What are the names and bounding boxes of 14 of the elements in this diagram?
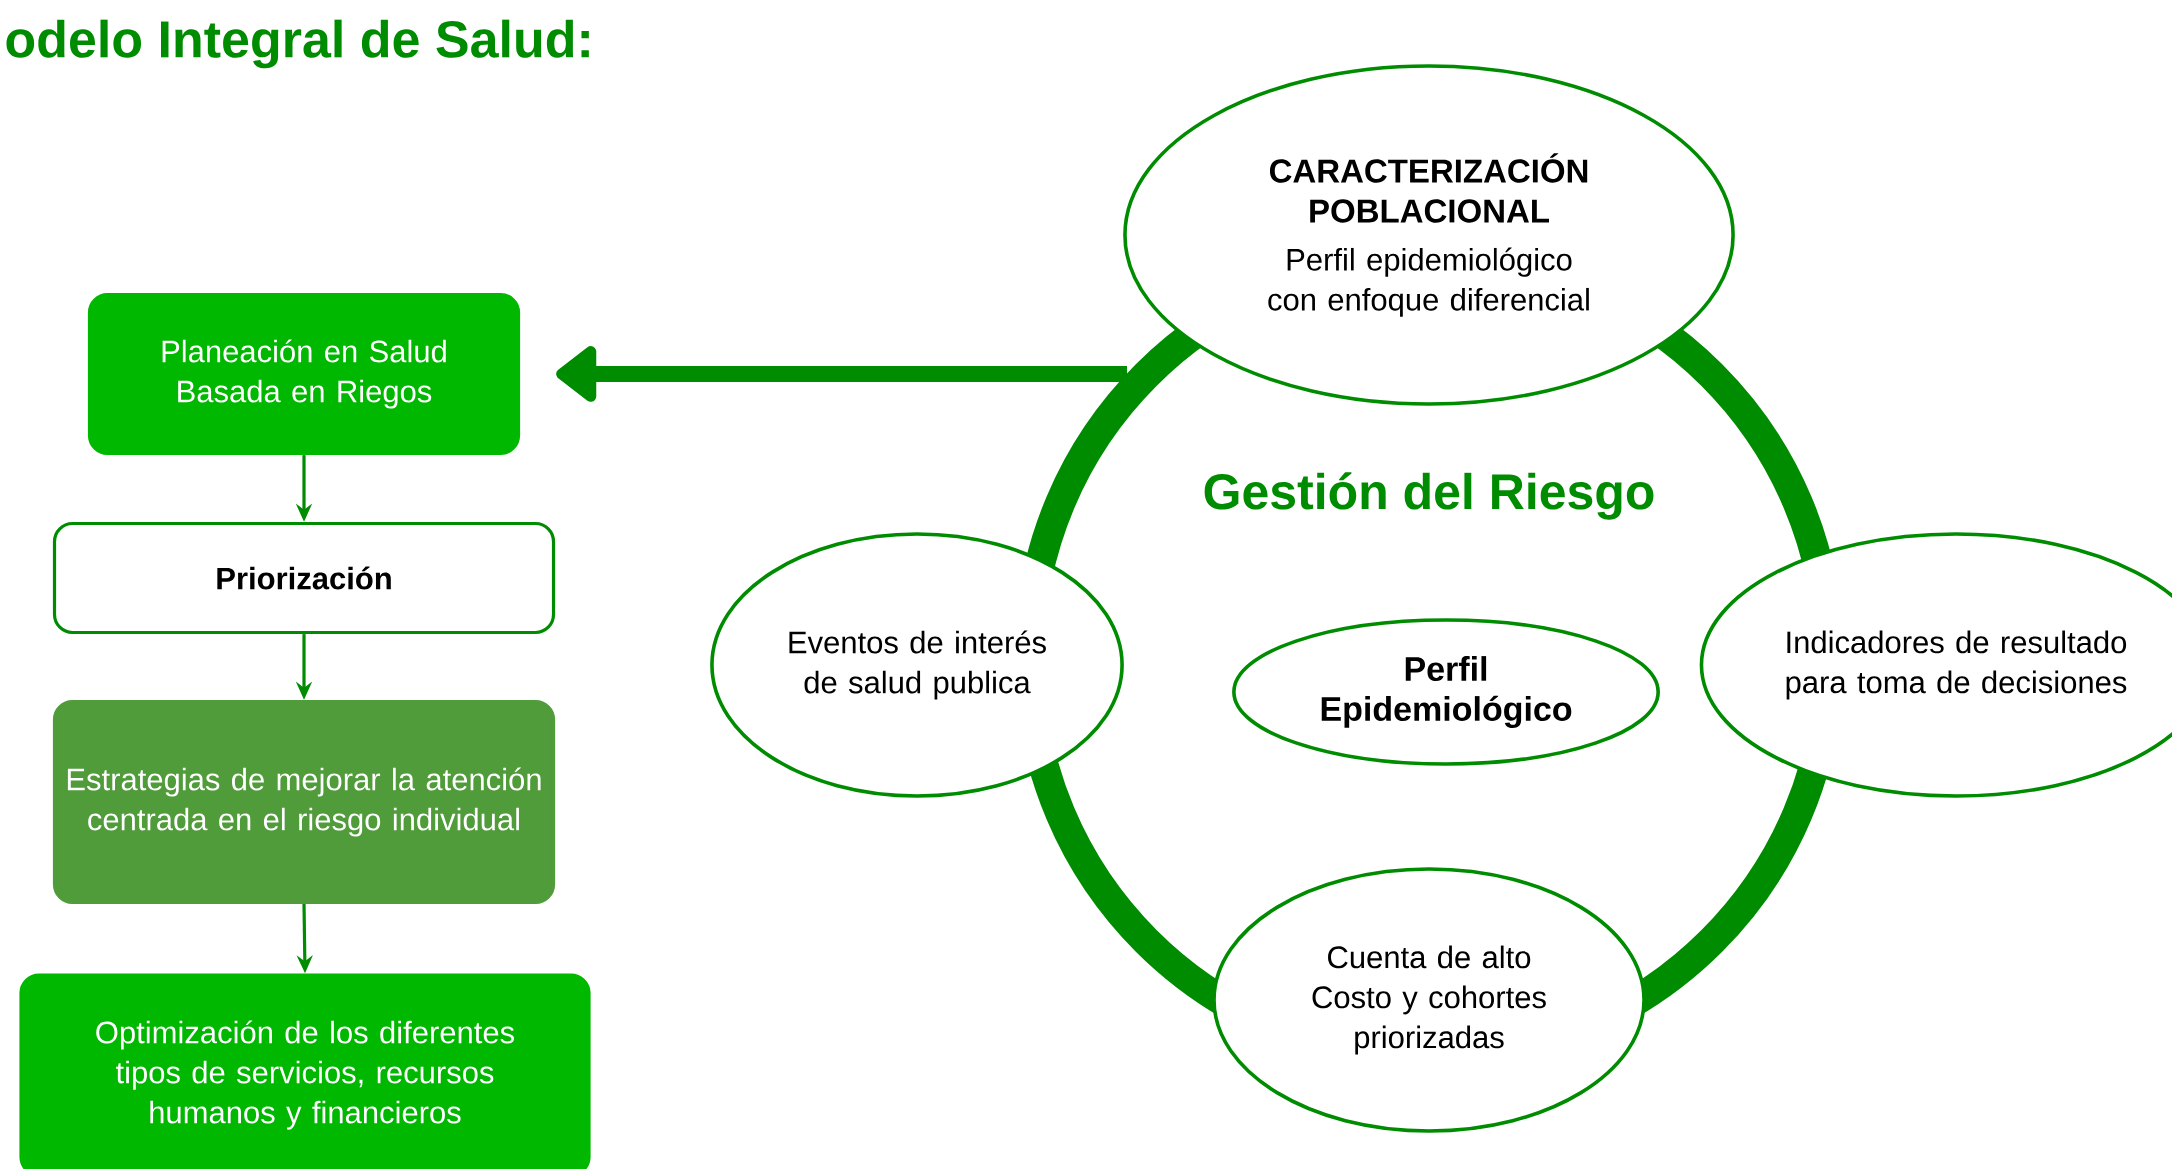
node-label: Indicadores de resultado para toma de decisiones: [1786, 630, 2127, 700]
process-box: Estrategias de mejorar la atención centrada en el riesgo individual: [52, 699, 556, 905]
arrow: [556, 346, 1127, 402]
ellipse-node: Perfil Epidemiológico: [1232, 618, 1660, 766]
title: odelo Integral de Salud:: [6, 19, 589, 69]
node-label: Cuenta de alto Costo y cohortes priorizadas: [1312, 945, 1546, 1055]
ellipse-node: Eventos de interés de salud publica: [710, 532, 1124, 798]
process-box: Optimización de los diferentes tipos de servicios, recursos humanos y financieros: [19, 973, 591, 1169]
process-box: Planeación en Salud Basada en Riegos: [87, 292, 521, 456]
ring-title: Gestión del Riesgo: [1204, 472, 1654, 520]
ellipse-node: CARACTERIZACIÓN POBLACIONAL Perfil epidemiológico con enfoque diferencial: [1123, 64, 1735, 406]
ellipse-node: Indicadores de resultado para toma de decisiones: [1699, 532, 2172, 798]
process-box: Priorización: [52, 521, 556, 635]
ellipse-node: Cuenta de alto Costo y cohortes priorizadas: [1212, 867, 1646, 1133]
